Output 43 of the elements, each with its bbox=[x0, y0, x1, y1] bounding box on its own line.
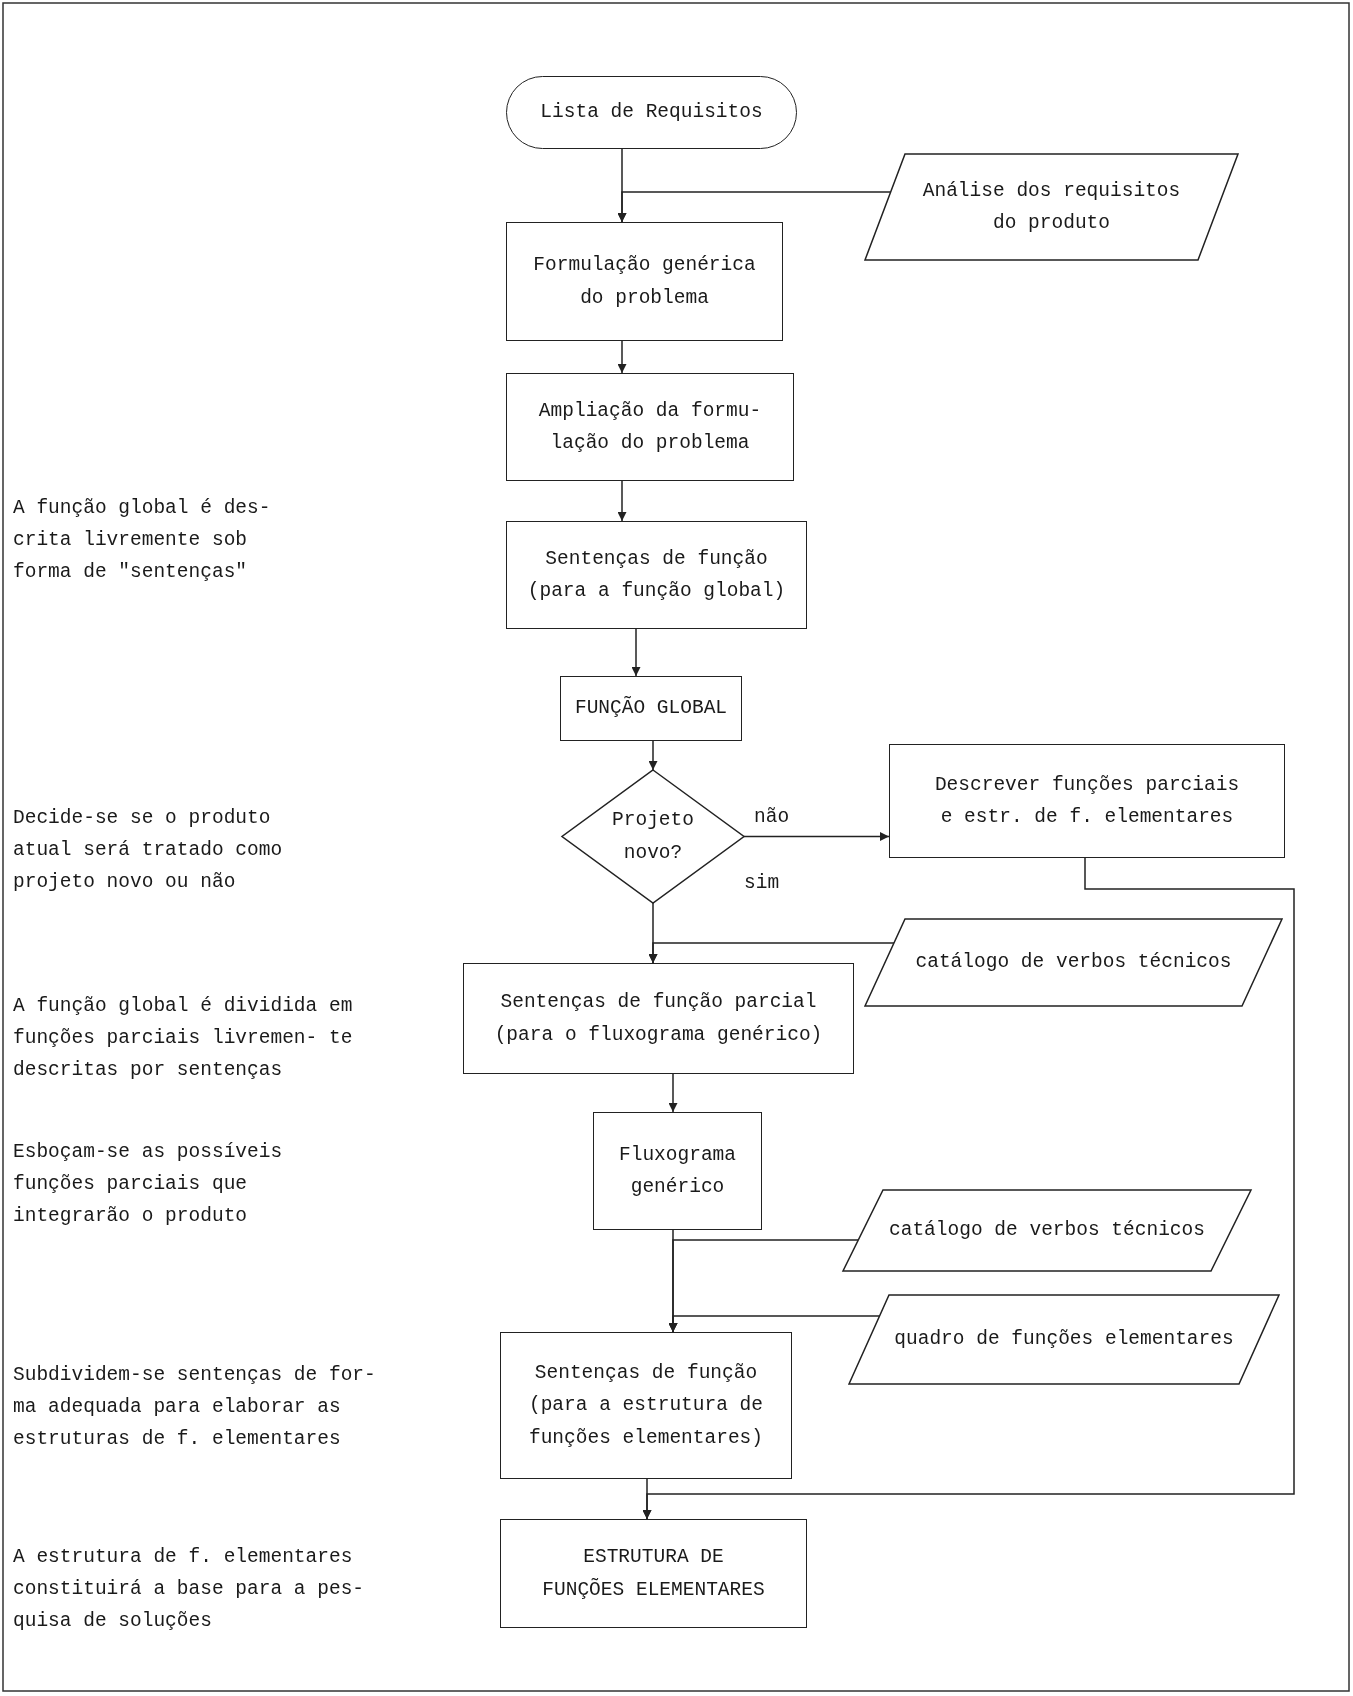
step-text: Lista de Requisitos bbox=[540, 100, 763, 126]
process-box bbox=[593, 1112, 762, 1230]
step-text: Formulação genérica do problema bbox=[532, 253, 757, 311]
step-text: Análise dos requisitos do produto bbox=[921, 178, 1182, 236]
arrow bbox=[642, 1478, 652, 1520]
process-box bbox=[500, 1332, 792, 1479]
step-text: Sentenças de função parcial (para o fluxograma genérico) bbox=[493, 990, 824, 1048]
step-text: catálogo de verbos técnicos bbox=[889, 1218, 1205, 1244]
input-parallelogram bbox=[843, 1190, 1251, 1271]
arrow bbox=[648, 942, 895, 964]
step-text: Ampliação da formu- lação do problema bbox=[537, 398, 763, 456]
step-text: quadro de funções elementares bbox=[894, 1327, 1234, 1353]
side-note: Esboçam-se as possíveis funções parciais que integrarão o produto bbox=[13, 1140, 284, 1229]
side-note: Subdividem-se sentenças de for- ma adequada para elaborar as estruturas de f. elementares bbox=[13, 1363, 377, 1452]
arrow bbox=[743, 832, 890, 841]
side-note: A função global é dividida em funções parciais livremen- te descritas por sentenças bbox=[13, 994, 354, 1083]
step-text: Fluxograma genérico bbox=[618, 1142, 737, 1200]
process-box bbox=[463, 963, 854, 1074]
step-text: Sentenças de função (para a função global) bbox=[526, 546, 787, 604]
arrow bbox=[668, 1073, 678, 1113]
input-parallelogram bbox=[865, 919, 1282, 1006]
step-text: FUNÇÃO GLOBAL bbox=[574, 695, 728, 722]
arrow bbox=[648, 740, 658, 771]
step-text: catálogo de verbos técnicos bbox=[915, 950, 1232, 976]
process-box bbox=[500, 1519, 807, 1628]
step-text: Sentenças de função (para a estrutura de funções elementares) bbox=[527, 1361, 764, 1451]
decision-diamond bbox=[562, 770, 744, 903]
side-note: A função global é des- crita livremente sob forma de "sentenças" bbox=[13, 496, 272, 585]
process-box bbox=[506, 373, 794, 481]
side-note: A estrutura de f. elementares constituirá a base para a pes- quisa de soluções bbox=[13, 1545, 366, 1634]
process-box bbox=[506, 521, 807, 629]
side-note: Decide-se se o produto atual será tratado como projeto novo ou não bbox=[13, 806, 284, 895]
arrow bbox=[617, 340, 627, 374]
arrow bbox=[631, 628, 641, 677]
process-box bbox=[506, 222, 783, 341]
input-parallelogram bbox=[849, 1295, 1279, 1384]
step-text: Projeto novo? bbox=[611, 808, 695, 866]
input-parallelogram bbox=[865, 154, 1238, 260]
process-box bbox=[560, 676, 742, 741]
step-text: ESTRUTURA DE FUNÇÕES ELEMENTARES bbox=[541, 1545, 766, 1603]
process-box bbox=[889, 744, 1285, 858]
arrow bbox=[617, 480, 627, 522]
step-text: Descrever funções parciais e estr. de f. elementares bbox=[933, 772, 1241, 830]
